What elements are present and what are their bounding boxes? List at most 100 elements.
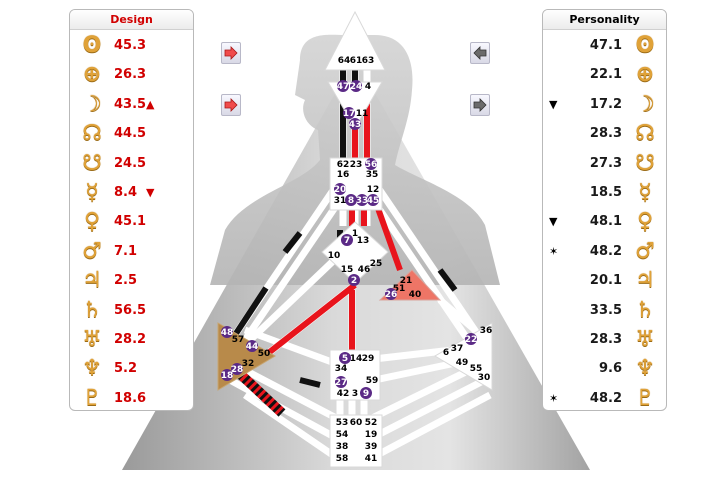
gate-41: 41 — [365, 454, 378, 464]
gate-22-marker — [465, 333, 477, 345]
design-value: 56.5 — [114, 302, 147, 318]
gate-37: 37 — [451, 344, 464, 354]
moon-icon: ☽ — [82, 91, 102, 117]
gate-27: 27 — [335, 378, 348, 388]
gate-8: 8 — [348, 196, 354, 206]
gate-11: 11 — [356, 109, 369, 119]
design-value: 26.3 — [114, 67, 147, 83]
gate-32: 32 — [242, 359, 255, 369]
design-value: 5.2 — [114, 361, 138, 377]
south-node-icon: ☋ — [635, 150, 655, 176]
gate-8-marker — [345, 194, 357, 206]
gate-35: 35 — [366, 170, 379, 180]
gate-49: 49 — [456, 358, 469, 368]
mercury-icon: ☿ — [638, 180, 652, 205]
gate-16: 16 — [337, 170, 350, 180]
uranus-icon: ♅ — [635, 327, 655, 352]
gate-34: 34 — [335, 364, 348, 374]
gate-53: 53 — [336, 418, 349, 428]
personality-row-sun: ʘ 47.1 — [543, 32, 666, 61]
design-value: 8.4 — [114, 185, 138, 200]
personality-marker: ▼ — [549, 215, 558, 229]
personality-row-south-node: ☋27.3 — [543, 150, 666, 179]
gate-46: 46 — [358, 265, 371, 275]
saturn-icon: ♄ — [635, 297, 655, 323]
gate-60: 60 — [350, 418, 363, 428]
design-value: 24.5 — [114, 155, 147, 171]
gate-52: 52 — [365, 418, 378, 428]
gate-54: 54 — [336, 430, 349, 440]
gate-23: 23 — [350, 160, 363, 170]
design-value: 45.3 — [114, 38, 147, 53]
gate-10: 10 — [328, 251, 341, 261]
personality-value: 48.2 — [589, 390, 622, 406]
design-row-earth: ⊕ 26.3 — [70, 61, 193, 90]
personality-value: 48.2 — [589, 243, 622, 259]
sun-icon: ʘ — [635, 33, 655, 58]
gate-56-marker — [365, 158, 377, 170]
gate-51: 51 — [393, 284, 406, 294]
gate-63: 63 — [362, 56, 375, 66]
design-value: 44.5 — [114, 126, 147, 142]
design-row-neptune: ♆ 5.2 — [70, 355, 193, 384]
personality-marker: ✶ — [549, 391, 559, 405]
gate-29: 29 — [362, 354, 375, 364]
gate-33-marker — [356, 194, 368, 206]
design-value: 28.2 — [114, 332, 147, 347]
gate-47-marker — [337, 80, 349, 92]
gate-21: 21 — [400, 276, 413, 286]
head-center — [324, 10, 386, 71]
gate-13: 13 — [357, 236, 370, 246]
neptune-icon: ♆ — [635, 356, 655, 382]
personality-row-earth: ⊕22.1 — [543, 61, 666, 90]
personality-value: 9.6 — [598, 361, 622, 377]
gate-42: 42 — [337, 389, 350, 399]
personality-arrow-button-1[interactable] — [470, 42, 490, 64]
design-row-mars: ♂7.1 — [70, 238, 193, 267]
design-value: 2.5 — [114, 273, 138, 289]
gate-48-marker — [221, 326, 233, 338]
gate-28-marker — [231, 363, 243, 375]
gate-24-marker — [350, 80, 362, 92]
gate-40: 40 — [409, 290, 422, 300]
gate-59: 59 — [366, 376, 379, 386]
gate-17-marker — [343, 107, 355, 119]
personality-value: 28.3 — [589, 126, 622, 142]
pluto-icon: ♇ — [82, 385, 102, 411]
north-node-icon: ☊ — [635, 121, 655, 147]
design-arrow-button-1[interactable] — [221, 42, 241, 64]
uranus-icon: ♅ — [82, 327, 102, 352]
gate-64: 64 — [338, 56, 351, 66]
gate-22: 22 — [465, 335, 478, 345]
personality-row-neptune: ♆ 9.6 — [543, 355, 666, 384]
mars-icon: ♂ — [82, 238, 102, 264]
personality-row-moon: ☽17.2▼ — [543, 91, 666, 120]
personality-arrow-button-2[interactable] — [470, 94, 490, 116]
gate-47: 47 — [337, 82, 350, 92]
gate-31: 31 — [334, 196, 347, 206]
design-value: 45.1 — [114, 214, 147, 230]
personality-value: 47.1 — [589, 38, 622, 53]
gate-55: 55 — [470, 364, 483, 374]
gate-44: 44 — [246, 342, 259, 352]
design-row-pluto: ♇18.6 — [70, 385, 193, 411]
root-center — [329, 414, 383, 468]
personality-row-mercury: ☿18.5 — [543, 179, 666, 208]
arrow-right-icon — [224, 46, 238, 60]
neptune-icon: ♆ — [82, 356, 102, 382]
gate-18: 18 — [221, 371, 234, 381]
earth-icon: ⊕ — [82, 62, 102, 88]
design-row-venus: ♀45.1 — [70, 208, 193, 237]
south-node-icon: ☋ — [82, 150, 102, 176]
gate-56: 56 — [365, 160, 378, 170]
gate-4: 4 — [365, 82, 371, 92]
solar-plexus-center — [434, 322, 493, 391]
design-arrow-button-2[interactable] — [221, 94, 241, 116]
personality-row-pluto: ♇48.2✶ — [543, 385, 666, 410]
gate-26: 26 — [385, 290, 398, 300]
gate-18-marker — [221, 369, 233, 381]
gate-20: 20 — [334, 185, 347, 195]
gate-45-marker — [367, 194, 379, 206]
design-row-saturn: ♄56.5 — [70, 297, 193, 326]
